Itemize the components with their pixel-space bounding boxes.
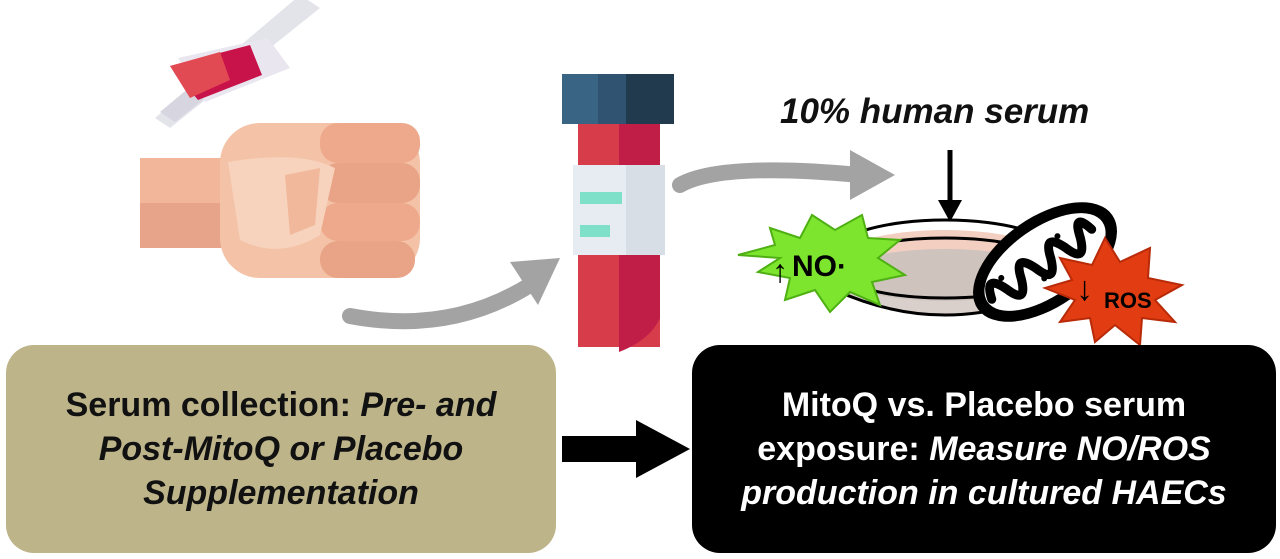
left-box-line-1: Serum collection: Pre- and (65, 386, 497, 424)
dropper-icon (155, 0, 320, 128)
left-box-line-2: Post-MitoQ or Placebo (98, 430, 464, 468)
ros-arrow: ↓ (1076, 270, 1093, 308)
right-box-line-2: exposure: Measure NO/ROS (757, 430, 1211, 468)
left-box-line-3: Supplementation (143, 474, 419, 512)
right-box-line-3: production in cultured HAECs (741, 474, 1227, 512)
serum-label: 10% human serum (780, 92, 1090, 131)
mitochondrion-icon (973, 202, 1117, 322)
arrow-down-to-dish (938, 150, 962, 222)
ros-label: ROS (1104, 288, 1152, 313)
no-badge: ↑ NO· (737, 213, 908, 314)
serum-collection-box: Serum collection: Pre- and Post-MitoQ or… (6, 345, 556, 553)
ros-badge: ↓ ROS (1041, 235, 1185, 347)
serum-exposure-box: MitoQ vs. Placebo serum exposure: Measur… (692, 345, 1276, 553)
arrow-tube-to-dish (672, 150, 895, 200)
hand-icon (140, 123, 420, 278)
no-label: NO· (792, 250, 847, 283)
arrow-left-to-right-box (562, 420, 690, 478)
arrow-hand-to-tube (342, 258, 560, 330)
blood-tube-icon (562, 74, 674, 352)
right-box-line-1: MitoQ vs. Placebo serum (781, 386, 1187, 424)
no-arrow: ↑ (772, 253, 788, 289)
